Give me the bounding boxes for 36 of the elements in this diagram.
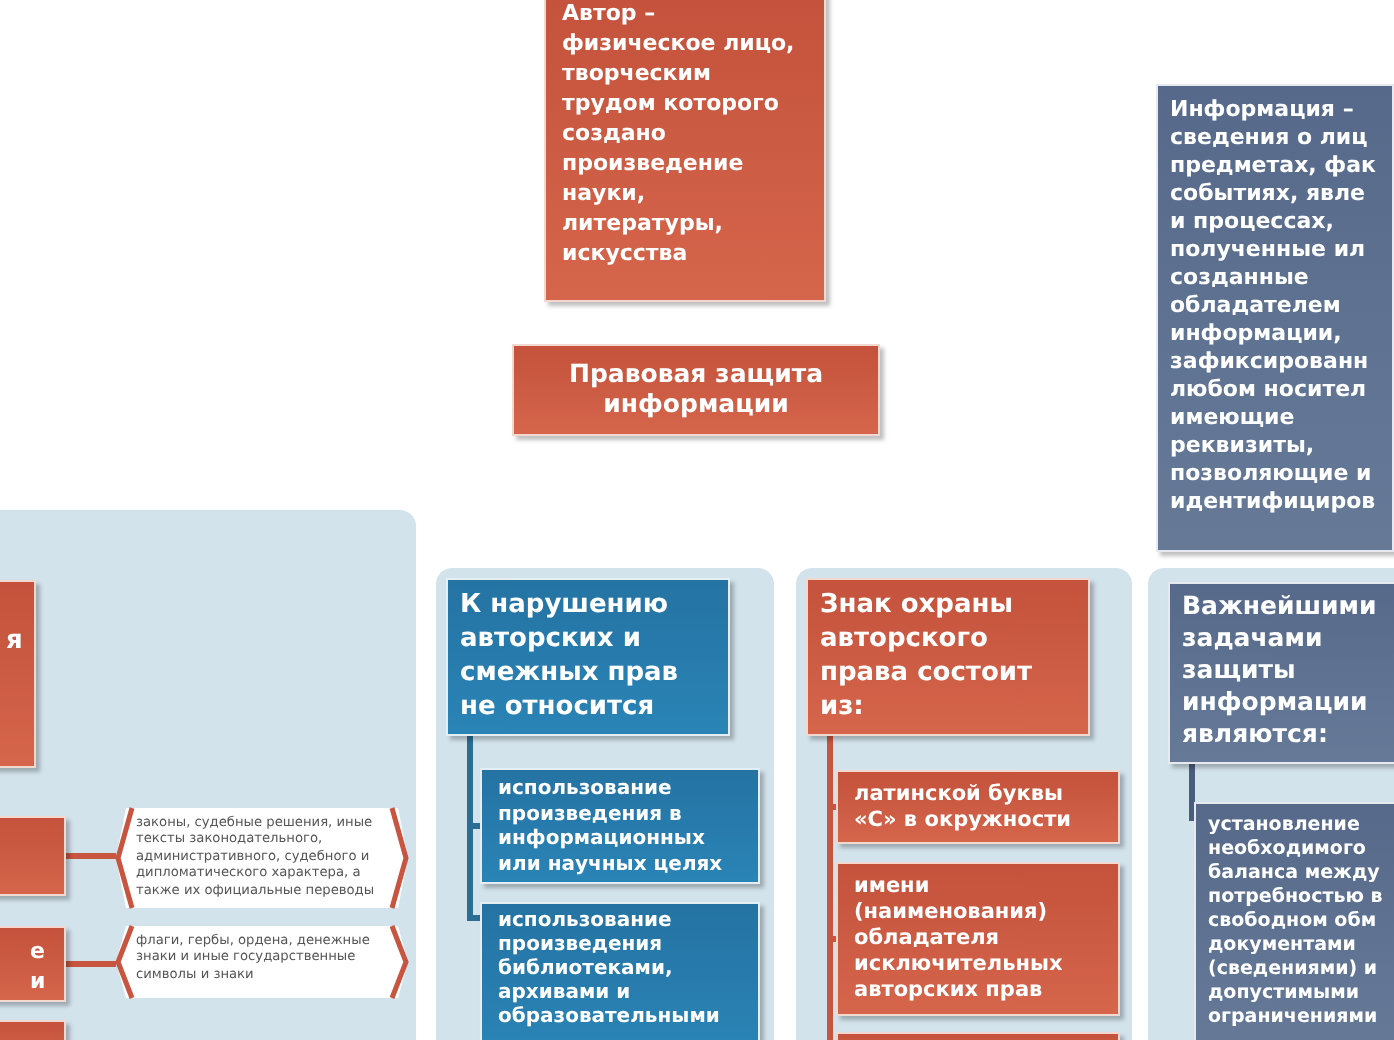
heading-text: е и <box>30 936 48 996</box>
header-box <box>1168 582 1394 764</box>
connector-line <box>1189 764 1196 821</box>
topic-text: установление необходимого баланса между потребностью в свободном обм документами (сведениями) и допустимыми ограничениями <box>1208 814 1385 1030</box>
subtopic-box <box>480 902 760 1040</box>
header-box <box>806 578 1090 736</box>
connector-line <box>66 853 116 859</box>
header-box <box>446 578 730 736</box>
heading-text: я <box>6 626 25 658</box>
subtopic-box <box>836 862 1120 1016</box>
header-box <box>0 926 66 1002</box>
heading-text: Важнейшими задачами защиты информации являются: <box>1182 590 1379 750</box>
topic-text: использование произведения в информационных или научных целях <box>498 778 725 878</box>
callout-hexagon <box>116 926 408 998</box>
connector-line <box>827 736 836 1040</box>
header-box <box>1156 84 1394 552</box>
callout-hexagon <box>116 808 408 908</box>
heading-text: Автор – физическое лицо, творческим трудом которого создано произведение науки, литературы, искусства <box>562 0 797 268</box>
branch-panel <box>796 568 1132 1040</box>
central-topic-box <box>512 344 880 436</box>
header-box <box>544 0 826 302</box>
branch-panel <box>436 568 774 1040</box>
subtopic-box <box>836 770 1120 844</box>
subtopic-box <box>0 816 66 896</box>
branch-panel <box>0 510 416 1040</box>
heading-text: Информация – сведения о лиц предметах, фак событиях, явле и процессах, полученные ил созданные обладателем информации, зафиксированн любом носител имеющие реквизиты, позволяющие и идентифициров <box>1170 96 1378 516</box>
heading-text: Знак охраны авторского права состоит из: <box>820 588 1035 724</box>
topic-text: латинской буквы «С» в окружности <box>854 782 1074 834</box>
subtopic-box <box>480 768 760 884</box>
topic-text: имени (наименования) обладателя исключительных авторских прав <box>854 874 1065 1004</box>
branch-panel <box>1148 568 1394 1040</box>
subtopic-box <box>1194 802 1394 1040</box>
topic-text: использование произведения библиотеками, архивами и образовательными <box>498 910 722 1030</box>
heading-text: К нарушению авторских и смежных прав не относится <box>460 588 681 724</box>
connector-line <box>66 961 116 967</box>
topic-text: Правовая защита информации <box>566 358 826 418</box>
